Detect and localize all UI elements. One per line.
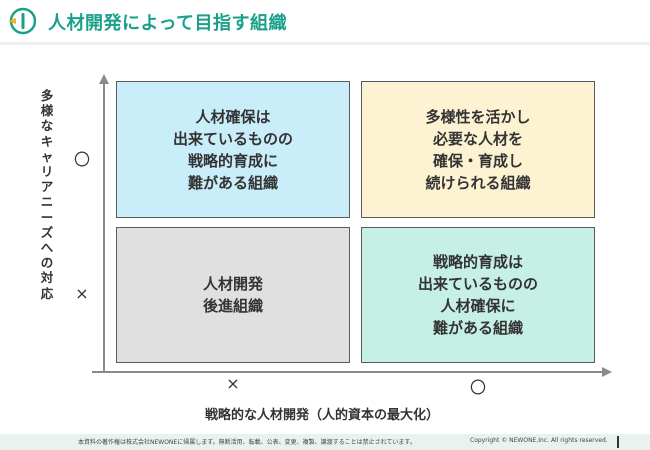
y-tick-top: 〇: [73, 150, 90, 169]
y-axis-label-char: リ: [40, 164, 54, 180]
y-axis-label-char: 様: [40, 103, 54, 119]
quadrant-bottom-right: 戦略的育成は 出来ているものの 人材確保に 難がある組織: [361, 227, 595, 363]
y-tick-bottom: ×: [75, 284, 89, 303]
y-axis-label-char: ア: [40, 179, 54, 195]
quadrant-top-left-text: 人材確保は 出来ているものの 戦略的育成に 難がある組織: [172, 107, 293, 192]
y-axis-label-char: へ: [40, 240, 54, 256]
header-divider: [0, 42, 650, 45]
y-axis-label-char: 対: [40, 270, 54, 286]
y-axis-label-char: の: [40, 255, 54, 271]
quadrant-bottom-left: 人材開発 後進組織: [116, 227, 350, 363]
footer-copyright-notice: 本資料の著作権は株式会社NEWONEに帰属します。無断活用、転載、公表、変更、複…: [78, 439, 416, 446]
page-title: 人材開発によって目指す組織: [48, 13, 288, 34]
y-axis-arrow: [99, 74, 109, 84]
footer-copyright: Copyright © NEWONE,Inc. All rights reser…: [470, 437, 608, 444]
quadrant-top-right: 多様性を活かし 必要な人材を 確保・育成し 続けられる組織: [361, 81, 595, 218]
y-axis-label-char: ャ: [40, 148, 54, 164]
header: 人材開発によって目指す組織: [0, 0, 650, 40]
quadrant-bottom-right-text: 戦略的育成は 出来ているものの 人材確保に 難がある組織: [417, 253, 538, 337]
y-axis-label: 多様なキャリアニーズへの対応: [37, 88, 57, 301]
y-axis-label-char: な: [40, 118, 54, 134]
y-axis-label-char: ー: [40, 209, 54, 225]
y-axis-label-char: ズ: [40, 224, 54, 240]
quadrant-top-right-text: 多様性を活かし 必要な人材を 確保・育成し 続けられる組織: [425, 107, 531, 192]
footer: 本資料の著作権は株式会社NEWONEに帰属します。無断活用、転載、公表、変更、複…: [0, 434, 650, 450]
x-tick-left: ×: [226, 374, 240, 393]
y-axis-label-char: 多: [40, 88, 54, 103]
newone-logo-icon: [8, 7, 36, 35]
x-tick-right: 〇: [469, 378, 486, 397]
y-axis-label-char: キ: [40, 133, 54, 149]
x-axis-label: 戦略的な人材開発（人的資本の最大化）: [205, 408, 440, 423]
y-axis-label-char: 応: [40, 285, 54, 301]
x-axis-arrow: [602, 367, 612, 377]
quadrant-bottom-left-text: 人材開発 後進組織: [202, 275, 263, 315]
footer-bar: [617, 436, 619, 448]
y-axis-label-char: ニ: [40, 194, 54, 210]
quadrant-top-left: 人材確保は 出来ているものの 戦略的育成に 難がある組織: [116, 81, 350, 218]
